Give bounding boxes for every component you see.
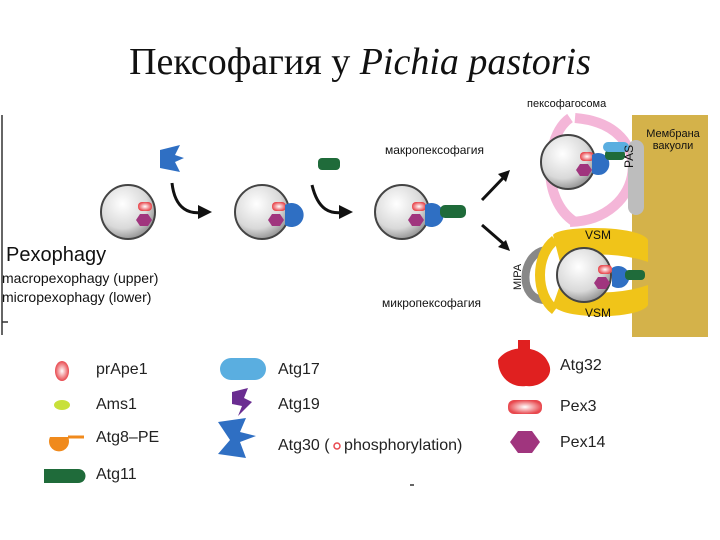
label-mipa: MIPA [512,263,524,290]
atg17-icon [220,358,266,380]
pex14-icon [510,431,540,453]
pas-region [628,140,644,215]
label-vsm-top: VSM [585,228,612,242]
label-macropexophagy: макропексофагия [385,143,485,157]
label-macro-upper: macropexophagy (upper) [2,270,159,286]
legend-pex14: Pex14 [560,434,606,451]
atg8pe-icon [49,435,84,452]
peroxisome-3 [374,184,430,240]
page-title: Пексофагия у Pichia pastoris [129,41,591,83]
legend-atg30: Atg30 ( phosphorylation) [278,437,463,454]
atg11-icon [44,469,86,483]
atg30-marker [160,145,630,289]
mipa [521,246,547,304]
label-vsm-bottom: VSM [585,306,612,320]
legend-atg8pe: Atg8–PE [96,429,160,446]
arrowheads [198,170,510,251]
legend-atg19: Atg19 [278,396,320,413]
pex3-marker [138,152,612,274]
label-pexophagosome: пексофагосома [527,98,607,110]
legend-prape1: prApe1 [96,361,148,378]
legend-atg32: Atg32 [560,357,602,374]
atg17-marker [603,142,629,152]
peroxisome-1 [100,184,156,240]
legend-icons [44,340,551,483]
atg30-icon [218,418,341,458]
peroxisome-5 [556,247,612,303]
atg19-icon [232,388,252,416]
label-micro-lower: micropexophagy (lower) [2,289,152,305]
peroxisome-2 [234,184,290,240]
atg32-icon [498,340,551,387]
label-pas: PAS [622,144,636,168]
label-pexophagy: Pexophagy [6,244,107,266]
ams1-icon [54,400,70,410]
legend-atg11: Atg11 [96,466,137,483]
atg11-marker [318,150,645,280]
peroxisome-4 [540,134,596,190]
pex14-marker [136,164,610,289]
legend-ams1: Ams1 [96,396,137,413]
label-micropexophagy: микропексофагия [382,296,482,310]
prape1-icon [55,361,69,381]
label-vacuole-membrane: Мембрана вакуоли [646,128,700,152]
legend-pex3: Pex3 [560,398,597,415]
legend-atg17: Atg17 [278,361,320,378]
pex3-icon [508,400,542,414]
